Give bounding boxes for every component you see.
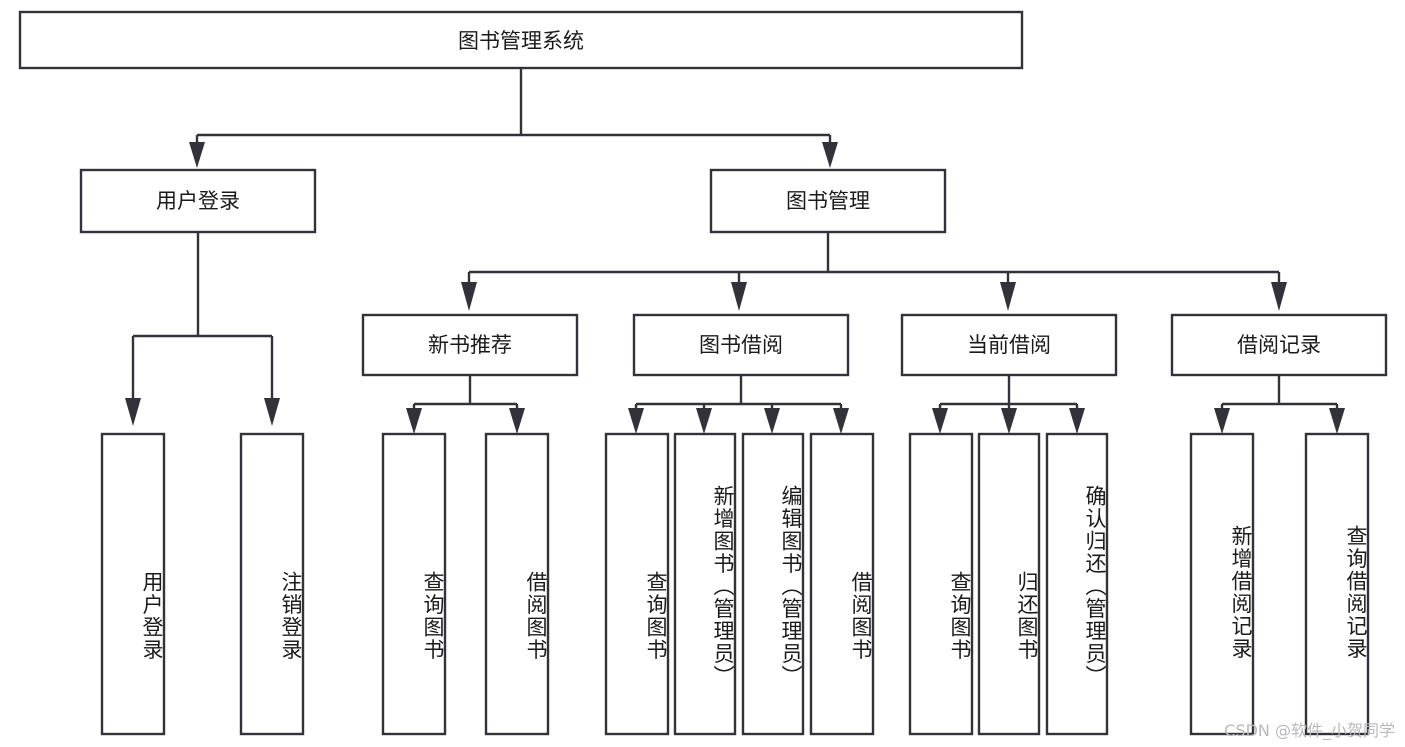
csdn-watermark: CSDN @软件_小贺同学 [1224, 721, 1395, 740]
leaf-user-login-box[interactable] [100, 432, 166, 736]
node-new-book-rec-label: 新书推荐 [428, 333, 512, 357]
leaf-edit-book-box[interactable] [741, 432, 805, 736]
node-book-borrow-box [632, 313, 850, 377]
arrow-head-leaf-edit-book [764, 408, 780, 434]
arrow-head-leaf-query-book-3 [932, 408, 948, 434]
node-user-login-label: 用户登录 [156, 189, 240, 213]
arrow-head-leaf-query-book-1 [406, 408, 422, 434]
node-book-manage-label: 图书管理 [786, 189, 870, 213]
arrow-head-leaf-borrow-book-1 [509, 408, 525, 434]
node-borrow-record-box [1170, 313, 1388, 377]
node-user-login[interactable]: 用户登录 [79, 168, 317, 234]
node-book-manage-box [709, 168, 947, 234]
node-borrow-record[interactable]: 借阅记录 [1170, 313, 1388, 377]
arrow-head-leaf-query-record [1329, 408, 1345, 434]
arrow-head-book-borrow [731, 282, 747, 311]
arrow-head-borrow-record [1271, 282, 1287, 311]
node-root-box [18, 10, 1024, 70]
leaf-confirm-return-box[interactable] [1045, 432, 1109, 736]
leaf-logout-box[interactable] [239, 432, 305, 736]
node-book-manage[interactable]: 图书管理 [709, 168, 947, 234]
leaf-add-book-box[interactable] [673, 432, 737, 736]
leaf-query-book-3-box[interactable] [908, 432, 974, 736]
arrow-head-user-login [189, 142, 205, 168]
arrow-head-current-borrow [1000, 282, 1016, 311]
leaf-borrow-book-2-box[interactable] [809, 432, 875, 736]
node-book-borrow[interactable]: 图书借阅 [632, 313, 850, 377]
node-root[interactable]: 图书管理系统 [18, 10, 1024, 70]
leaf-add-record-box[interactable] [1189, 432, 1255, 736]
leaf-query-book-2-box[interactable] [604, 432, 670, 736]
arrow-head-new-book-rec [461, 282, 477, 311]
node-new-book-rec-box [361, 313, 579, 377]
node-borrow-record-label: 借阅记录 [1237, 333, 1321, 357]
arrow-head-leaf-logout [264, 398, 280, 426]
node-book-borrow-label: 图书借阅 [699, 333, 783, 357]
node-current-borrow[interactable]: 当前借阅 [900, 313, 1118, 377]
leaf-return-book-box[interactable] [977, 432, 1041, 736]
node-root-label: 图书管理系统 [458, 29, 584, 53]
arrow-head-leaf-add-record [1214, 408, 1230, 434]
arrow-head-leaf-return-book [1001, 408, 1017, 434]
arrow-head-book-manage [822, 142, 838, 168]
node-new-book-rec[interactable]: 新书推荐 [361, 313, 579, 377]
arrow-head-leaf-user-login [125, 398, 141, 426]
arrow-head-leaf-add-book [696, 408, 712, 434]
leaf-query-record-box[interactable] [1304, 432, 1370, 736]
leaf-borrow-book-1-box[interactable] [484, 432, 550, 736]
node-current-borrow-box [900, 313, 1118, 377]
arrow-head-leaf-borrow-book-2 [833, 408, 849, 434]
arrow-head-leaf-query-book-2 [628, 408, 644, 434]
leaf-query-book-1-box[interactable] [381, 432, 447, 736]
node-current-borrow-label: 当前借阅 [967, 333, 1051, 357]
arrow-head-leaf-confirm-return [1069, 408, 1085, 434]
